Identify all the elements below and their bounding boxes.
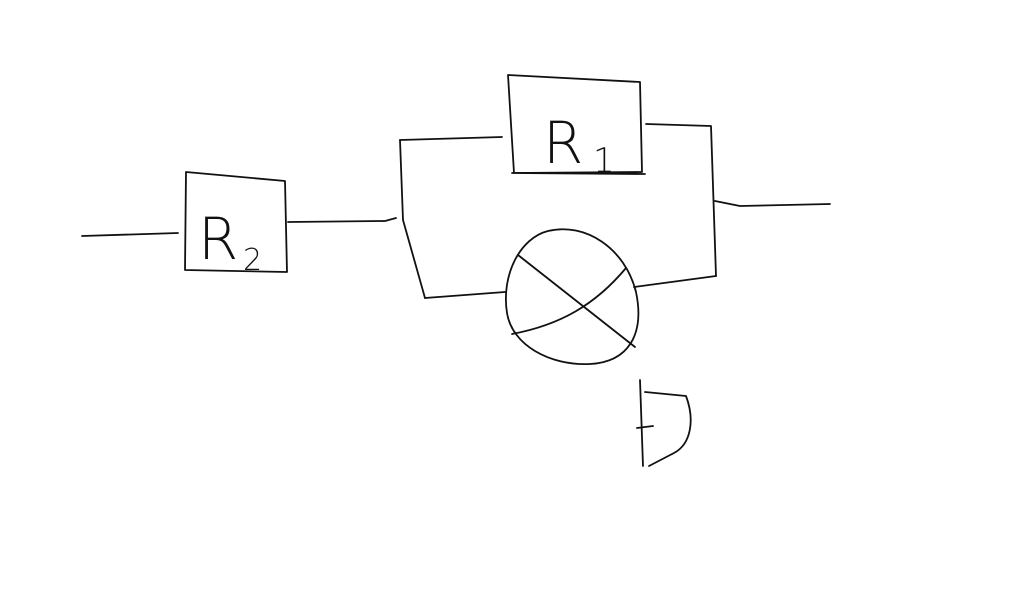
r2-to-junction-wire bbox=[287, 217, 397, 223]
resistor-r2-subscript: 2 bbox=[243, 243, 262, 278]
resistor-r1-subscript: 1 bbox=[593, 141, 615, 181]
letter-d-glyph bbox=[636, 379, 692, 467]
top-branch-wire-left bbox=[399, 136, 503, 141]
lamp-circle bbox=[505, 228, 640, 365]
resistor-r1-symbol: R bbox=[543, 109, 583, 177]
input-wire bbox=[81, 232, 179, 237]
resistor-r2-symbol: R bbox=[198, 205, 238, 273]
output-wire bbox=[714, 200, 831, 207]
lamp-cross-a bbox=[517, 254, 636, 348]
letter-d-text: D bbox=[0, 0, 1, 1]
bottom-branch-wire-right bbox=[633, 275, 717, 288]
lamp-cross-b bbox=[511, 267, 627, 335]
lamp bbox=[505, 228, 640, 365]
left-junction-wire bbox=[399, 139, 426, 299]
resistor-r2: R 2 bbox=[184, 171, 288, 278]
top-branch-wire-right bbox=[645, 123, 717, 277]
resistor-r1: R 1 bbox=[507, 74, 646, 181]
bottom-branch-wire-left bbox=[424, 291, 506, 299]
resistor-r1-box bbox=[507, 74, 646, 175]
letter-d: D bbox=[0, 0, 692, 467]
resistor-r2-box bbox=[184, 171, 288, 273]
